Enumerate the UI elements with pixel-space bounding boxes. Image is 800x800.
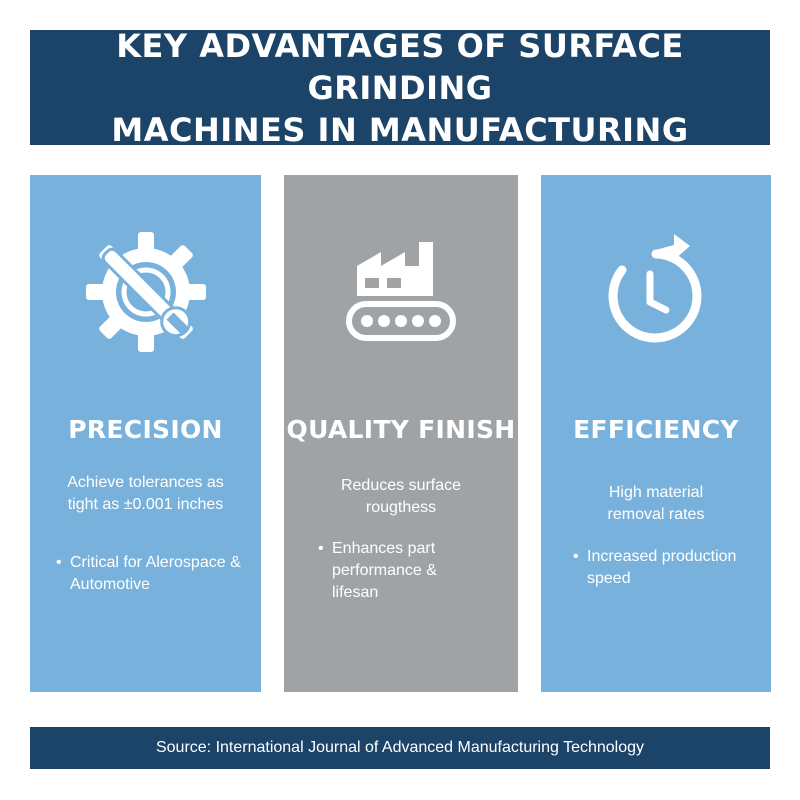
card-precision: PRECISION Achieve tolerances as tight as…: [30, 175, 261, 692]
page-title: KEY ADVANTAGES OF SURFACE GRINDING MACHI…: [30, 25, 770, 151]
card-description: Reduces surface rougthess: [340, 477, 462, 516]
card-quality-finish: QUALITY FINISH Reduces surface rougthess…: [284, 175, 518, 692]
card-bullet: • Critical for Alerospace & Automotive: [56, 554, 241, 593]
clock-refresh-icon: [594, 230, 718, 359]
bullet-dot-icon: •: [56, 554, 62, 571]
gear-wrench-icon: [84, 230, 208, 359]
source-text: Source: International Journal of Advance…: [155, 739, 645, 756]
card-description: Achieve tolerances as tight as ±0.001 in…: [67, 474, 224, 513]
card-efficiency: EFFICIENCY High material removal rates •…: [541, 175, 771, 692]
card-bullet: • Increased production speed: [573, 548, 737, 587]
card-title: PRECISION: [68, 415, 223, 444]
bullet-dot-icon: •: [318, 540, 324, 557]
card-bullet: • Enhances part performance & lifesan: [318, 540, 437, 601]
source-footer: Source: International Journal of Advance…: [30, 727, 770, 769]
card-description: High material removal rates: [607, 484, 705, 523]
title-banner: KEY ADVANTAGES OF SURFACE GRINDING MACHI…: [30, 27, 770, 149]
title-line-1: KEY ADVANTAGES OF SURFACE GRINDING: [116, 26, 684, 107]
card-title: QUALITY FINISH: [286, 415, 516, 444]
factory-conveyor-icon: [339, 230, 463, 359]
card-title: EFFICIENCY: [573, 415, 739, 444]
bullet-dot-icon: •: [573, 548, 579, 565]
title-line-2: MACHINES IN MANUFACTURING: [111, 110, 689, 149]
